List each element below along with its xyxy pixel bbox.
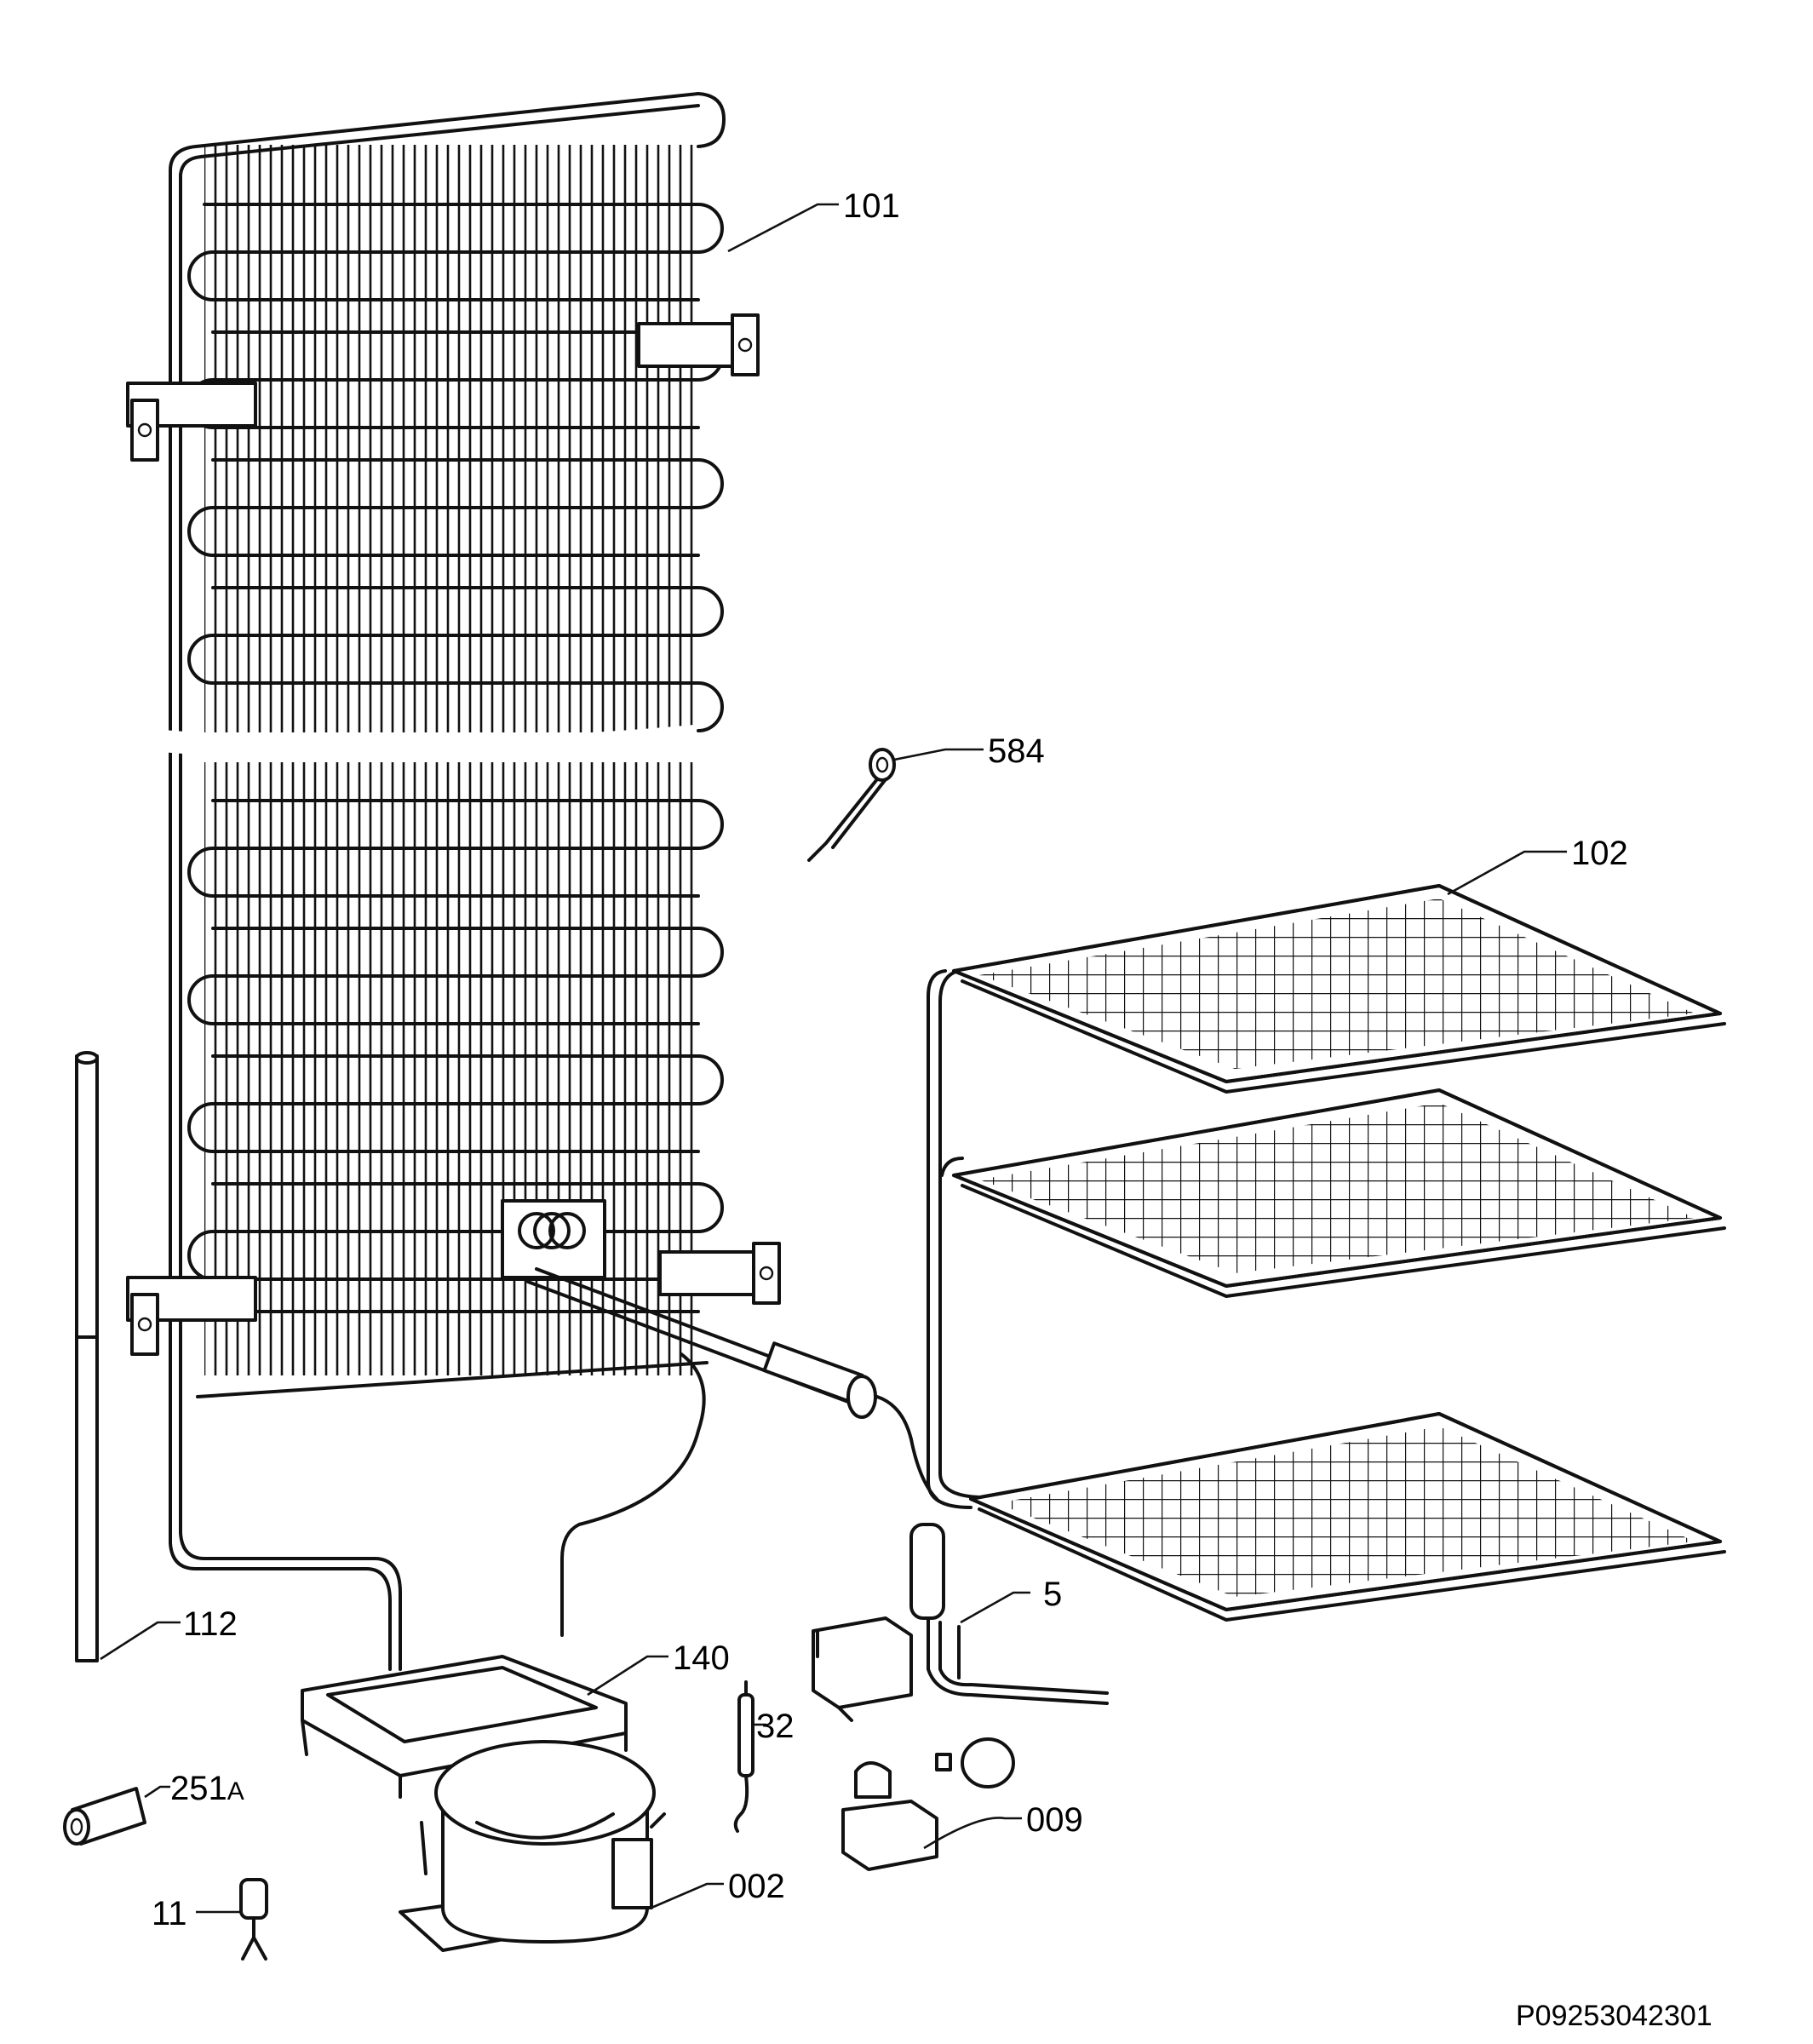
grommet-part [63, 1787, 146, 1846]
connector-part [239, 1878, 268, 1961]
leader-112 [100, 1621, 181, 1661]
relay-protector-part [841, 1737, 1015, 1871]
evaporator-part [927, 884, 1726, 1622]
leader-009 [923, 1817, 1022, 1850]
leader-584 [893, 748, 984, 761]
callout-11: 11 [152, 1895, 187, 1932]
condenser-part [126, 92, 781, 1671]
drawing-number: P09253042301 [1516, 2000, 1713, 2032]
callout-112: 112 [183, 1605, 238, 1643]
leader-5 [960, 1591, 1030, 1624]
leader-002 [651, 1882, 724, 1909]
filter-drier-small-part [733, 1680, 754, 1833]
callout-102: 102 [1571, 835, 1628, 872]
callout-101: 101 [843, 187, 900, 225]
callout-140: 140 [673, 1639, 730, 1677]
suction-line [526, 1267, 938, 1501]
mounting-bracket [126, 1276, 257, 1356]
mounting-bracket [658, 1242, 781, 1305]
mounting-bracket [126, 382, 257, 462]
callout-009: 009 [1026, 1801, 1083, 1839]
sensor-probe-part [807, 748, 896, 862]
callout-5: 5 [1043, 1576, 1062, 1613]
callout-584: 584 [988, 732, 1045, 770]
leader-101 [727, 203, 839, 253]
callout-32: 32 [756, 1708, 795, 1745]
callout-251: 251A [170, 1770, 244, 1807]
compressor-part [399, 1740, 666, 1952]
mounting-bracket [637, 313, 760, 376]
leader-140 [587, 1655, 668, 1697]
leader-102 [1447, 850, 1567, 896]
solenoid-valve-part [812, 1523, 1109, 1722]
drain-tube-part [75, 1051, 99, 1662]
leader-251A [144, 1785, 170, 1799]
callout-002: 002 [728, 1868, 785, 1905]
